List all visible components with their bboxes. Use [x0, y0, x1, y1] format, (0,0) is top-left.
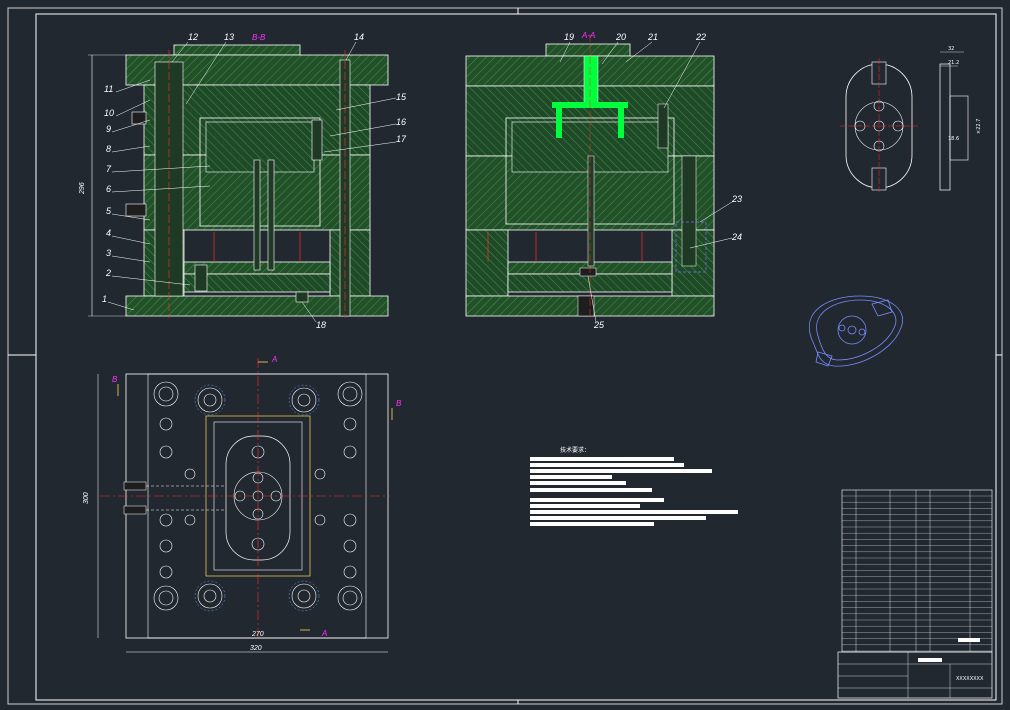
cut-marker-a-top: A — [271, 355, 277, 364]
section-bb-title: B-B — [252, 33, 266, 42]
part-label-6: 6 — [106, 184, 111, 194]
part-label-24: 24 — [731, 232, 742, 242]
tech-requirements-title: 技术要求： — [560, 446, 590, 454]
outer-border — [7, 7, 1003, 705]
section-bb-view: B-B 296 — [79, 33, 389, 318]
plan-view: A A B B 270 320 300 — [83, 355, 402, 653]
part-label-7: 7 — [106, 164, 112, 174]
part-label-5: 5 — [106, 206, 112, 216]
part-label-23: 23 — [731, 194, 742, 204]
part-label-3: 3 — [106, 248, 111, 258]
part-label-13: 13 — [224, 32, 234, 42]
part-label-15: 15 — [396, 92, 407, 102]
part-labels-mid: 14 15 16 17 18 — [301, 32, 407, 330]
part-labels-right: 19 20 21 22 23 24 25 — [559, 32, 742, 330]
cut-marker-b-left: B — [112, 375, 118, 384]
part-label-17: 17 — [396, 134, 407, 144]
part-label-22: 22 — [695, 32, 706, 42]
part-label-9: 9 — [106, 124, 111, 134]
part-label-12: 12 — [188, 32, 198, 42]
part-dim-side1: 18.6 — [948, 136, 959, 142]
part-label-21: 21 — [647, 32, 658, 42]
section-aa-view: A-A — [465, 31, 715, 318]
part-isometric-view — [809, 295, 903, 367]
part-label-10: 10 — [104, 108, 114, 118]
dim-height-left: 296 — [79, 182, 86, 195]
part-label-19: 19 — [564, 32, 574, 42]
dim-width-270: 270 — [251, 631, 264, 638]
cut-marker-a-bottom: A — [321, 629, 327, 638]
part-label-2: 2 — [105, 268, 111, 278]
part-label-16: 16 — [396, 117, 406, 127]
tech-requirements: 技术要求： — [530, 446, 738, 526]
part-label-14: 14 — [354, 32, 364, 42]
drawing-number: XXXXXXXX — [956, 676, 984, 682]
cut-marker-b-right: B — [396, 399, 402, 408]
part-dim-top2: 21.2 — [948, 60, 959, 66]
title-block: XXXXXXXX — [837, 489, 993, 699]
section-aa-title: A-A — [581, 31, 595, 40]
part-label-4: 4 — [106, 228, 111, 238]
part-label-20: 20 — [615, 32, 626, 42]
part-label-11: 11 — [104, 84, 113, 94]
part-label-1: 1 — [102, 294, 107, 304]
part-labels-left: 1 2 3 4 5 6 7 8 9 10 11 12 13 — [102, 32, 234, 311]
part-label-25: 25 — [593, 320, 605, 330]
part-detail-view: 32 21.2 18.6 ×22.7 — [840, 46, 982, 194]
part-label-8: 8 — [106, 144, 111, 154]
inner-border — [35, 13, 997, 701]
part-dim-top1: 32 — [948, 46, 954, 52]
dim-height-300: 300 — [83, 492, 90, 504]
dim-width-320: 320 — [250, 645, 262, 652]
part-label-18: 18 — [316, 320, 326, 330]
part-dim-side2: ×22.7 — [976, 119, 982, 134]
